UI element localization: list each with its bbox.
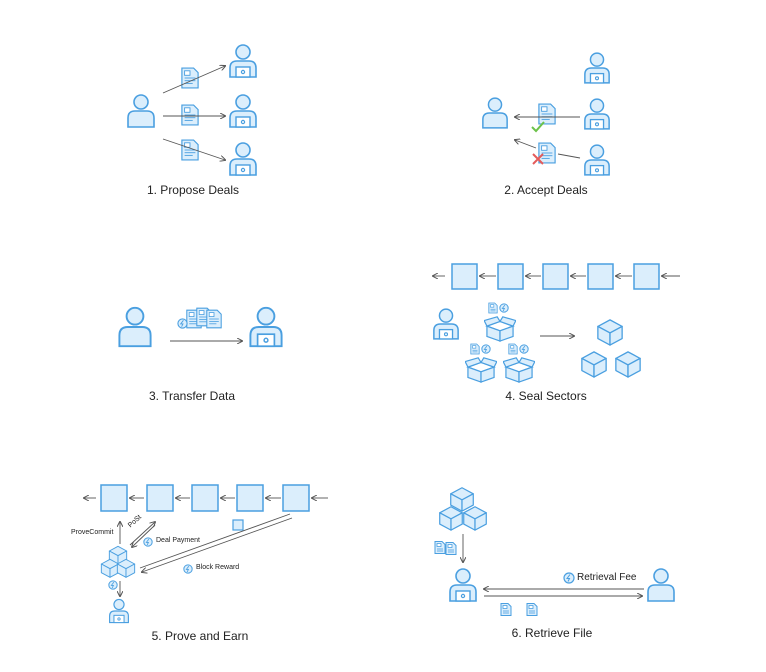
caption-propose: 1. Propose Deals (146, 183, 240, 197)
miner-icon (109, 598, 129, 624)
reject-arrow (515, 140, 537, 149)
propose-arrow (162, 66, 225, 94)
pending-block-icon (232, 519, 244, 531)
miner-icon (229, 44, 257, 78)
chain-block-icon (542, 263, 569, 290)
caption-transfer: 3. Transfer Data (148, 389, 236, 403)
provecommit-label: ProveCommit (71, 529, 114, 536)
token-icon (499, 303, 509, 313)
caption-accept: 2. Accept Deals (504, 183, 588, 197)
sealed-cube-icon (450, 487, 474, 512)
sector-box-icon (484, 316, 516, 342)
chain-block-icon (100, 484, 128, 512)
file-icon (206, 309, 222, 329)
panel-retrieve (434, 487, 675, 617)
miner-icon (249, 306, 283, 348)
file-icon (538, 142, 556, 164)
miner-icon (584, 98, 610, 130)
file-icon (181, 104, 199, 126)
post-arrow (129, 522, 155, 546)
chain-block-icon (451, 263, 478, 290)
check-icon (531, 121, 545, 133)
caption-retrieve: 6. Retrieve File (511, 626, 593, 640)
token-icon (519, 344, 529, 354)
sealed-cube-icon (463, 506, 487, 531)
chain-block-icon (633, 263, 660, 290)
token-icon (108, 580, 118, 590)
sealed-cube-icon (581, 351, 607, 378)
caption-seal: 4. Seal Sectors (505, 389, 587, 403)
token-icon (481, 344, 491, 354)
block-reward-label: Block Reward (196, 564, 240, 571)
chain-block-icon (587, 263, 614, 290)
token-icon (143, 537, 153, 547)
miner-icon (449, 568, 477, 602)
chain-block-icon (282, 484, 310, 512)
file-icon (508, 343, 518, 355)
cross-icon (532, 153, 544, 165)
deal-payment-arrow (132, 524, 156, 547)
file-icon (181, 67, 199, 89)
miner-icon (229, 142, 257, 176)
miner-icon (584, 144, 610, 176)
chain-block-icon (191, 484, 219, 512)
deal-payment-label: Deal Payment (156, 537, 200, 544)
retrieval-fee-label: Retrieval Fee (577, 572, 637, 583)
sector-box-icon (503, 357, 535, 383)
file-icon (526, 602, 538, 617)
panel-transfer (118, 306, 283, 348)
block-reward-arrow-edge (139, 513, 291, 569)
client-icon (647, 568, 675, 602)
panel-prove (84, 484, 328, 624)
token-icon (563, 572, 575, 584)
miner-icon (433, 308, 459, 340)
file-icon (488, 302, 498, 314)
sealed-cube-icon (597, 319, 623, 346)
sealed-cube-icon (615, 351, 641, 378)
file-icon (434, 540, 446, 555)
panel-accept (482, 52, 610, 176)
token-icon (183, 564, 193, 574)
block-reward-arrow (142, 517, 293, 572)
sealed-cube-icon (439, 506, 463, 531)
caption-prove: 5. Prove and Earn (151, 629, 249, 643)
chain-block-icon (146, 484, 174, 512)
panel-seal (433, 263, 680, 383)
file-icon (500, 602, 512, 617)
client-icon (118, 306, 152, 348)
chain-block-icon (236, 484, 264, 512)
client-icon (482, 97, 508, 129)
file-icon (445, 541, 457, 556)
propose-arrow (162, 138, 225, 160)
miner-icon (584, 52, 610, 84)
token-icon (177, 318, 188, 329)
reject-arrow-tail (557, 153, 581, 159)
file-icon (538, 103, 556, 125)
client-icon (127, 94, 155, 128)
panel-propose (127, 44, 257, 176)
miner-icon (229, 94, 257, 128)
chain-block-icon (497, 263, 524, 290)
sector-box-icon (465, 357, 497, 383)
file-icon (470, 343, 480, 355)
